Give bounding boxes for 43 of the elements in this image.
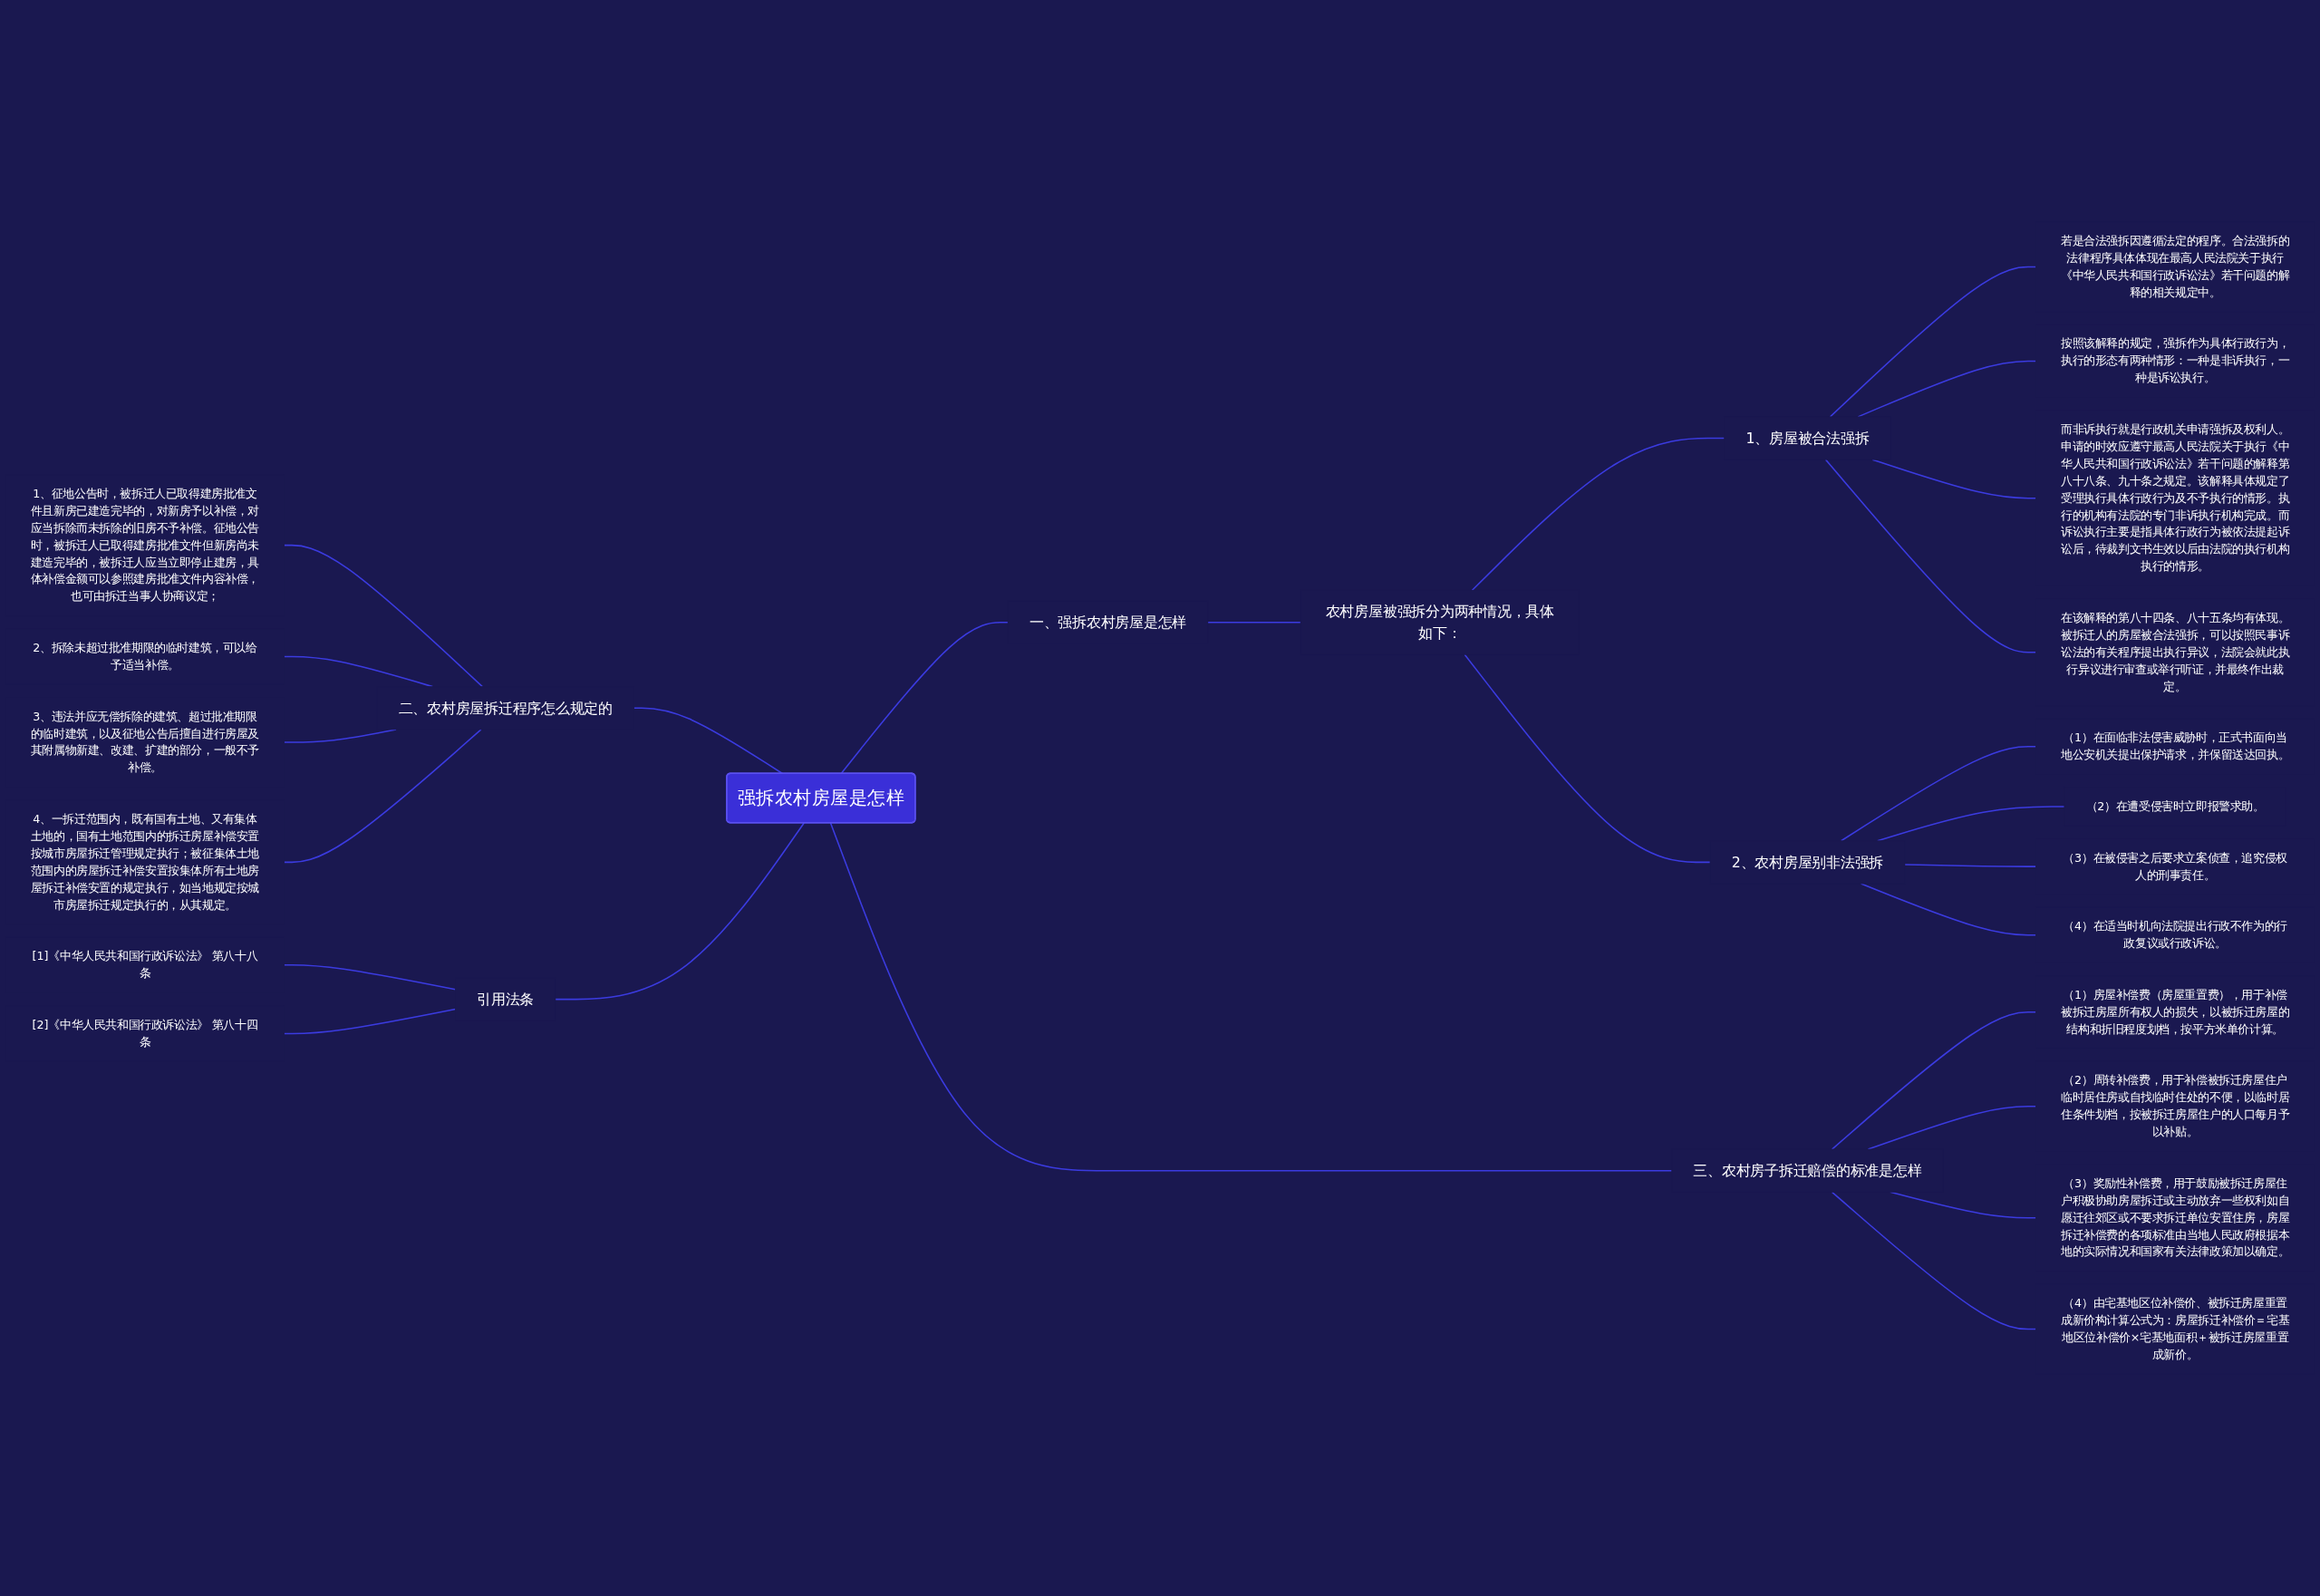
node-text: （3）在被侵害之后要求立案侦查，追究侵权人的刑事责任。 [2063,850,2287,882]
node-text: 若是合法强拆因遵循法定的程序。合法强拆的法律程序具体体现在最高人民法院关于执行《中华人民共和国行政诉讼法》若干问题的解释的相关规定中。 [2061,234,2290,299]
node-text: 4、一拆迁范围内，既有国有土地、又有集体土地的，国有土地范围内的拆迁房屋补偿安置按城市房屋拆迁管理规定执行；被征集体土地范围内的房屋拆迁补偿安置按集体所有土地房屋拆迁补偿安置的规定执行，如当地规定按城市房屋拆迁规定执行的，从其规定。 [30,812,259,912]
connector [1831,1191,2037,1330]
node-text: 1、征地公告时，被拆迁人已取得建房批准文件且新房已建造完毕的，对新房予以补偿，对应当拆除而未拆除的旧房不予补偿。征地公告时，被拆迁人已取得建房批准文件但新房尚未建造完毕的，被拆迁人应当立即停止建房，具体补偿金额可以参照建房批准文件内容补偿，也可由拆迁当事人协商议定； [30,487,259,604]
connector [283,964,457,991]
node-text: 3、违法并应无偿拆除的建筑、超过批准期限的临时建筑，以及征地公告后擅自进行房屋及其附属物新建、改建、扩建的部分，一般不予补偿。 [30,709,259,775]
node-text: 在该解释的第八十四条、八十五条均有体现。被拆迁人的房屋被合法强拆，可以按照民事诉讼法的有关程序提出执行异议，法院会就此执行异议进行审查或举行听证，并最终作出裁定。 [2061,611,2290,693]
node-text: 一、强拆农村房屋是怎样 [1029,614,1187,632]
connector [283,729,482,864]
node-text: 2、农村房屋别非法强拆 [1731,853,1884,871]
connector [840,621,1009,775]
connector [1471,437,1726,592]
node-text: 二、农村房屋拆迁程序怎么规定的 [398,699,613,717]
node-text: （1）在面临非法侵害威胁时，正式书面向当地公安机关提出保护请求，并保留送达回执。 [2061,730,2290,762]
node-text: 三、农村房子拆迁赔偿的标准是怎样 [1693,1162,1922,1180]
node-text: （4）由宅基地区位补偿价、被拆迁房屋重置成新价构计算公式为：房屋拆迁补偿价＝宅基地区位补偿价×宅基地面积＋被拆迁房屋重置成新价。 [2061,1296,2290,1361]
connector [283,1008,457,1035]
node-text: （1）房屋补偿费（房屋重置费），用于补偿被拆迁房屋所有权人的损失，以被拆迁房屋的结构和折旧程度划档，按平方米单价计算。 [2061,988,2290,1036]
node-text: 1、房屋被合法强拆 [1745,430,1870,447]
node-text: 按照该解释的规定，强拆作为具体行政行为，执行的形态有两种情形：一种是非诉执行，一种是诉讼执行。 [2061,336,2290,385]
connector [1867,1106,2037,1150]
connector [633,707,784,775]
connector [829,822,1673,1172]
connector [1464,653,1711,864]
connector [1904,864,2037,867]
connector [1824,459,2037,653]
node-text: （2）周转补偿费，用于补偿被拆迁房屋住户临时居住房或自找临时住处的不便，以临时居住条件划档，按被拆迁房屋住户的人口每月予以补贴。 [2061,1073,2290,1139]
node-text: （4）在适当时机向法院提出行政不作为的行政复议或行政诉讼。 [2063,919,2287,951]
node-text: 农村房屋被强拆分为两种情况，具体如下： [1325,603,1554,642]
node-text: 而非诉执行就是行政机关申请强拆及权利人。申请的时效应遵守最高人民法院关于执行《中华人民共和国行政诉讼法》若干问题的解释第八十八条、九十条之规定。该解释具体规定了受理执行具体行政行为及不予执行的情形。执行的机构有法院的专门非诉执行机构完成。而诉讼执行主要是指具体行政行为被依法提起诉讼后，待裁判文书生效以后由法院的执行机构执行的情形。 [2061,422,2290,574]
node-text: （2）在遭受侵害时立即报警求助。 [2085,799,2265,814]
node-text: 2、拆除未超过批准期限的临时建筑，可以给予适当补偿。 [33,641,257,672]
connector [1207,621,1301,624]
connector [283,544,484,688]
node-text: （3）奖励性补偿费，用于鼓励被拆迁房屋住户积极协助房屋拆迁或主动放弃一些权利如自愿迁往郊区或不要求拆迁单位安置住房，房屋拆迁补偿费的各项标准由当地人民政府根据本地的实际情况和国家有关法律政策加以确定。 [2061,1175,2290,1259]
connector [1829,266,2037,418]
connector [1831,1011,2037,1150]
node-text: [1]《中华人民共和国行政诉讼法》 第八十八条 [32,949,258,981]
node-text: 引用法条 [477,991,535,1009]
connector [1840,746,2037,842]
node-text: [2]《中华人民共和国行政诉讼法》 第八十四条 [32,1018,258,1049]
connector [555,822,806,1001]
